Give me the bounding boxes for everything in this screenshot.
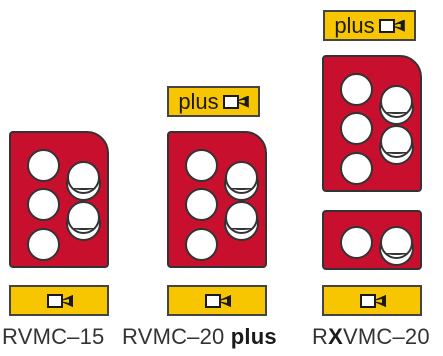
model-name: VMC–20 [342, 324, 430, 349]
remote-button [225, 201, 258, 234]
plus-camera-badge: plus [167, 86, 260, 117]
remote-button [380, 85, 413, 118]
camera-icon [378, 18, 405, 34]
plus-text: plus [334, 12, 375, 38]
model-label-rvmc-20-plus: RVMC–20 plus [122, 324, 277, 350]
model-label-rvmc-15: RVMC–15 [2, 324, 104, 350]
remote-button [340, 112, 373, 145]
model-suffix: plus [230, 324, 277, 349]
rvmc-15-remote-panel [9, 131, 109, 268]
camera-icon [360, 293, 386, 309]
plus-camera-badge: plus [323, 10, 416, 41]
camera-icon [222, 94, 249, 110]
remote-button [340, 152, 373, 185]
remote-button [27, 149, 60, 182]
remote-button [67, 161, 100, 194]
remote-button [27, 188, 60, 221]
remote-button [27, 228, 60, 261]
model-name: RVMC–15 [2, 324, 105, 349]
rxvmc-20-upper-remote-panel [322, 55, 422, 192]
camera-button-bar [9, 285, 109, 316]
model-label-rxvmc-20: RXVMC–20 [312, 324, 430, 350]
plus-text: plus [178, 88, 219, 114]
camera-icon [47, 293, 73, 309]
camera-button-bar [167, 285, 267, 316]
camera-button-bar [322, 285, 422, 316]
remote-button [185, 228, 218, 261]
camera-icon [205, 293, 231, 309]
rxvmc-20-lower-remote-panel [322, 210, 422, 270]
model-name: RVMC–20 [122, 324, 231, 349]
remote-button [380, 125, 413, 158]
rvmc-20-plus-remote-panel [167, 131, 267, 268]
remote-button [185, 188, 218, 221]
remote-button [225, 161, 258, 194]
remote-button [185, 149, 218, 182]
model-x-mark: X [328, 324, 343, 349]
model-prefix: R [312, 324, 329, 349]
remote-button [380, 226, 413, 259]
remote-button [67, 201, 100, 234]
remote-button [340, 226, 373, 259]
remote-button [340, 73, 373, 106]
